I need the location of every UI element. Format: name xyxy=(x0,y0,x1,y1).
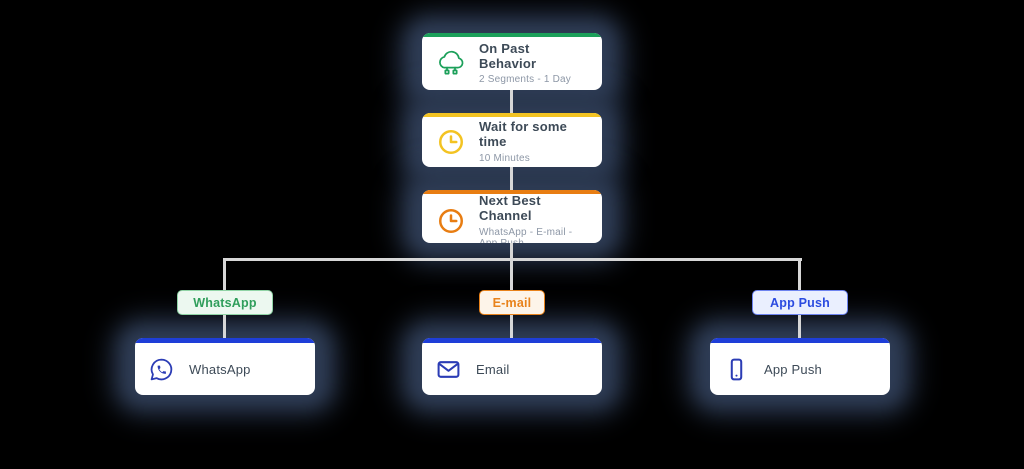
connector-line xyxy=(510,315,513,338)
branch-label-email[interactable]: E-mail xyxy=(479,290,545,315)
connector-line xyxy=(510,243,513,260)
node-accent-bar xyxy=(422,113,602,117)
node-accent-bar xyxy=(422,190,602,194)
connector-line xyxy=(223,258,226,290)
node-channel-whatsapp[interactable]: WhatsApp xyxy=(135,338,315,395)
node-wait[interactable]: Wait for some time 10 Minutes xyxy=(422,113,602,167)
connector-line xyxy=(798,315,801,338)
channel-label: Email xyxy=(476,361,510,377)
cloud-sitemap-icon xyxy=(435,48,467,80)
node-title: Next Best Channel xyxy=(479,193,541,223)
email-icon xyxy=(435,356,462,383)
connector-line xyxy=(798,258,801,290)
branch-label-app-push[interactable]: App Push xyxy=(752,290,848,315)
node-subtitle: WhatsApp - E-mail - App Push xyxy=(479,226,573,243)
connector-line xyxy=(223,315,226,338)
clock-icon xyxy=(435,205,467,237)
connector-line xyxy=(510,258,513,290)
clock-icon xyxy=(435,126,467,158)
node-accent-bar xyxy=(422,338,602,343)
node-on-past-behavior[interactable]: On Past Behavior 2 Segments - 1 Day xyxy=(422,33,602,90)
node-subtitle: 2 Segments - 1 Day xyxy=(479,74,571,86)
node-title: On Past Behavior xyxy=(479,40,537,71)
node-accent-bar xyxy=(135,338,315,343)
connector-line xyxy=(510,90,513,113)
connector-line xyxy=(510,167,513,190)
node-channel-email[interactable]: Email xyxy=(422,338,602,395)
node-channel-app-push[interactable]: App Push xyxy=(710,338,890,395)
branch-label-whatsapp[interactable]: WhatsApp xyxy=(177,290,273,315)
node-accent-bar xyxy=(422,33,602,37)
node-accent-bar xyxy=(710,338,890,343)
channel-label: App Push xyxy=(764,361,822,377)
node-next-best-channel[interactable]: Next Best Channel WhatsApp - E-mail - Ap… xyxy=(422,190,602,243)
node-title: Wait for some time xyxy=(479,119,568,149)
channel-label: WhatsApp xyxy=(189,361,251,377)
smartphone-icon xyxy=(723,356,750,383)
whatsapp-icon xyxy=(148,356,175,383)
node-subtitle: 10 Minutes xyxy=(479,152,530,164)
